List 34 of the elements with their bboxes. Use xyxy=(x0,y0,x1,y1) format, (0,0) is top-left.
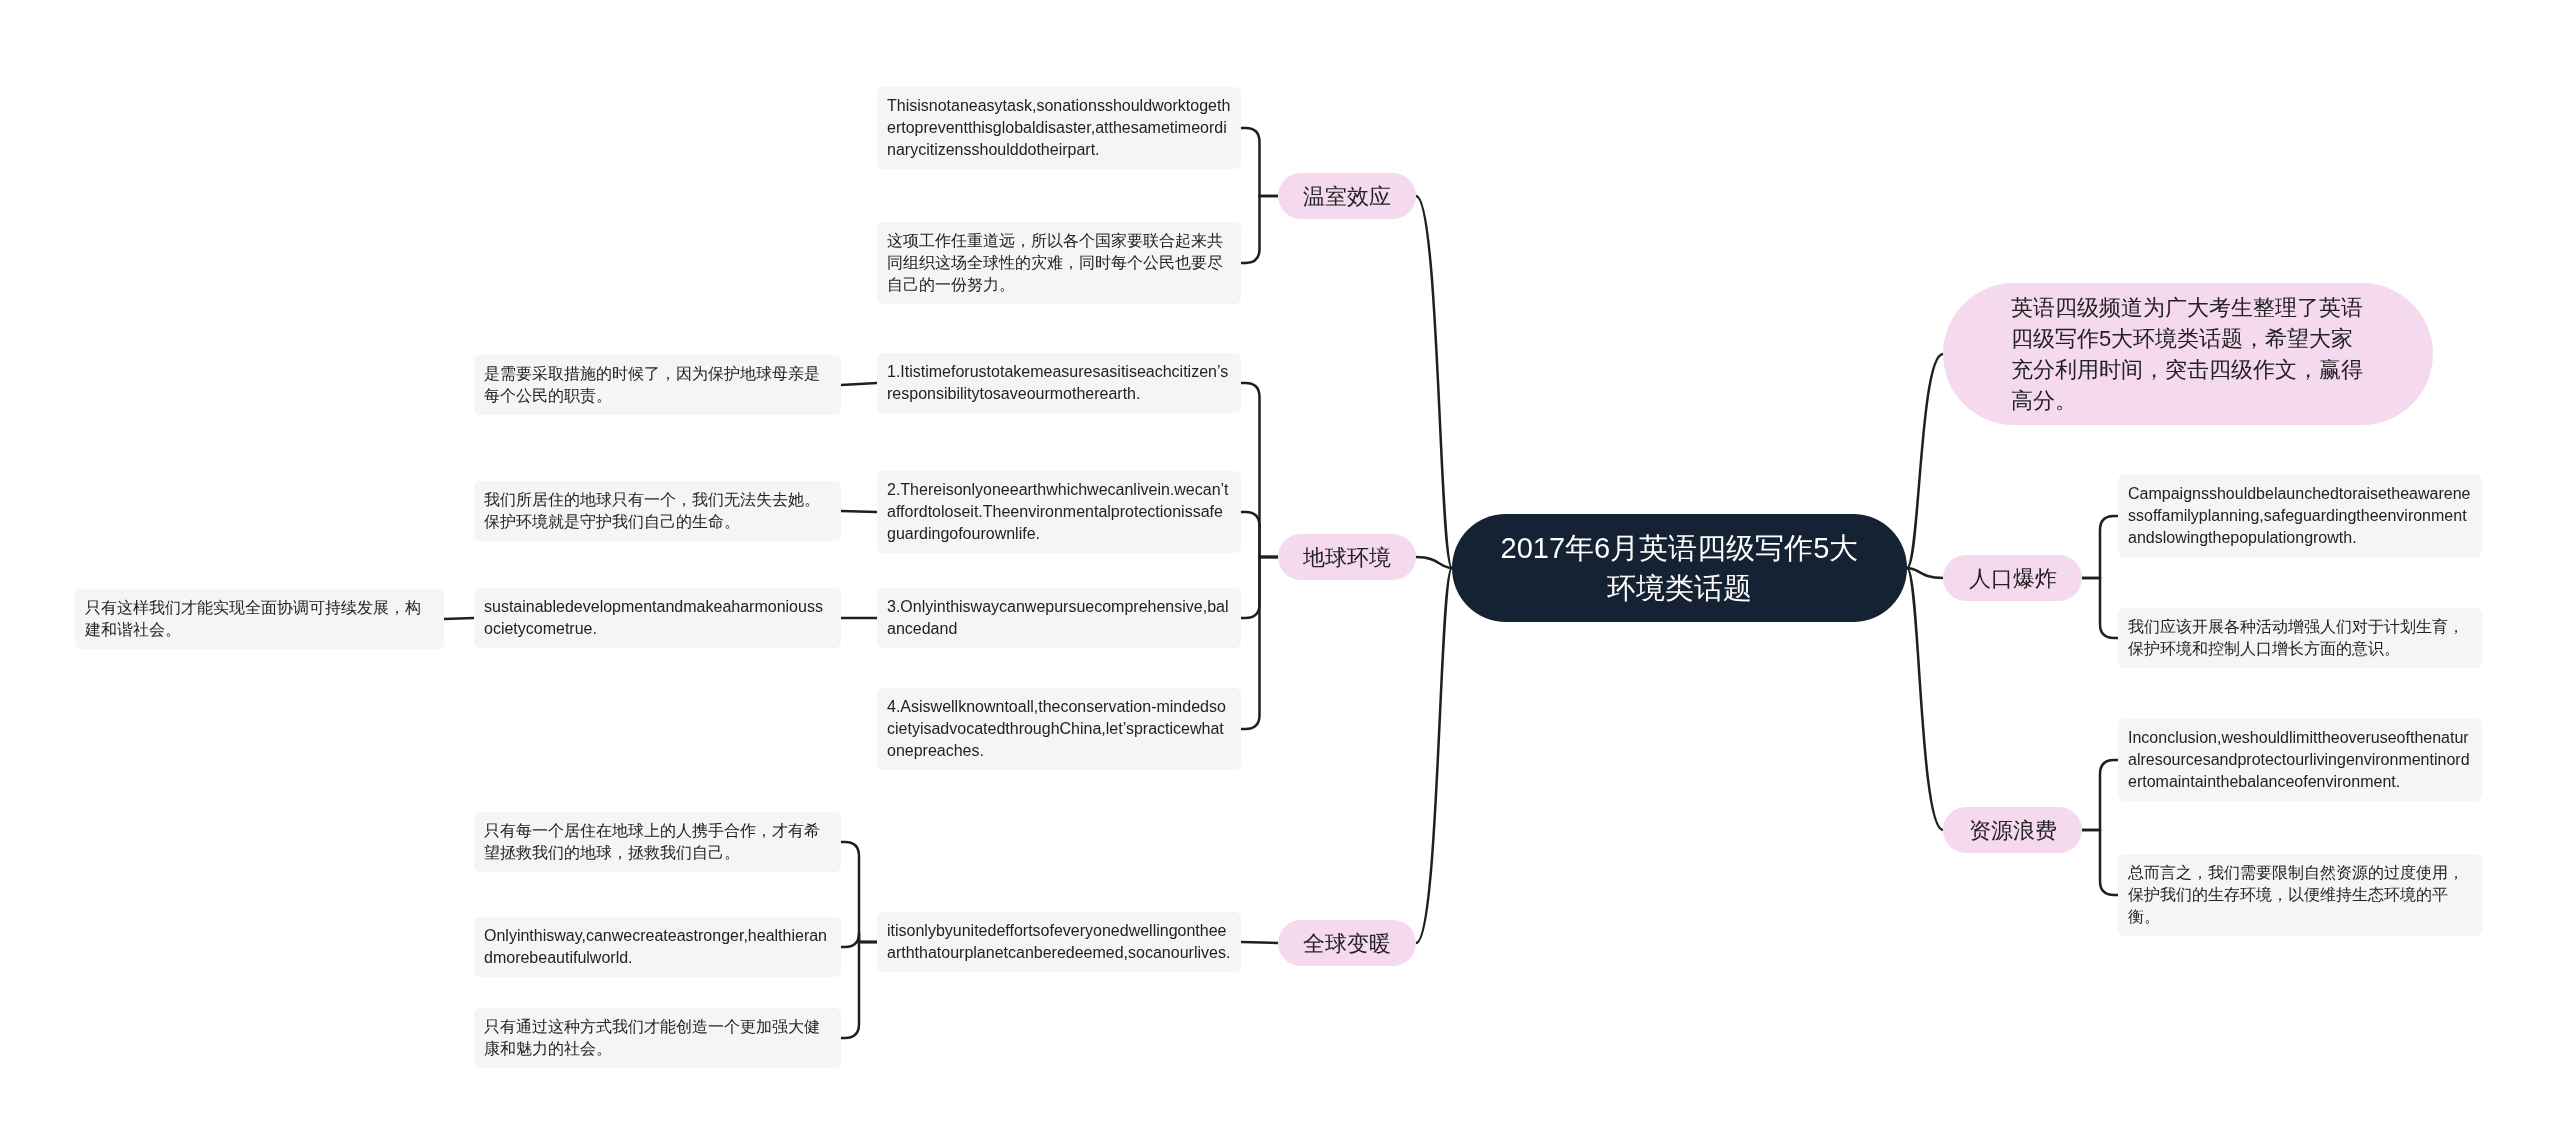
topic-pill: 温室效应 xyxy=(1278,173,1416,219)
connector-line xyxy=(1415,555,1453,570)
note-card: 这项工作任重道远，所以各个国家要联合起来共同组织这场全球性的灾难，同时每个公民也要尽自己的一份努力。 xyxy=(877,222,1241,304)
note-card: 只有通过这种方式我们才能创造一个更加强大健康和魅力的社会。 xyxy=(474,1008,841,1068)
note-card: 我们所居住的地球只有一个，我们无法失去她。保护环境就是守护我们自己的生命。 xyxy=(474,481,841,541)
intro-pill: 英语四级频道为广大考生整理了英语四级写作5大环境类话题，希望大家充分利用时间，突击四级作文，赢得高分。 xyxy=(1943,283,2433,425)
connector-line xyxy=(840,509,878,514)
note-card: 总而言之，我们需要限制自然资源的过度使用，保护我们的生存环境，以便维持生态环境的平衡。 xyxy=(2118,854,2482,936)
connector-line xyxy=(1906,566,1944,580)
topic-pill: 资源浪费 xyxy=(1943,807,2082,853)
note-card: Thisisnotaneasytask,sonationsshouldworktogethertopreventthisglobaldisaster,atthesametimeordinarycitizensshoulddotheirpart. xyxy=(877,87,1241,169)
note-card: Inconclusion,weshouldlimittheoveruseofthenaturalresourcesandprotectourlivingenvironmentinordertomaintainthebalanceofenvironment. xyxy=(2118,719,2482,801)
note-card: 4.Asiswellknowntoall,theconservation-mindedsocietyisadvocatedthroughChina,let’spracticewhatonepreaches. xyxy=(877,688,1241,770)
central-topic: 2017年6月英语四级写作5大环境类话题 xyxy=(1452,514,1907,622)
note-card: 只有每一个居住在地球上的人携手合作，才有希望拯救我们的地球，拯救我们自己。 xyxy=(474,812,841,872)
connector-line xyxy=(1415,567,1454,944)
connector-line xyxy=(443,616,475,621)
note-card: itisonlybyunitedeffortsofeveryonedwellingontheearththatourplanetcanberedeemed,socanourlives. xyxy=(877,912,1241,972)
note-card: 我们应该开展各种活动增强人们对于计划生育，保护环境和控制人口增长方面的意识。 xyxy=(2118,608,2482,668)
connector-line xyxy=(1415,195,1454,569)
note-card: 是需要采取措施的时候了，因为保护地球母亲是每个公民的职责。 xyxy=(474,355,841,415)
topic-pill: 全球变暖 xyxy=(1278,920,1416,966)
connector-line xyxy=(840,381,878,387)
connector-line xyxy=(841,616,877,620)
note-card: 3.Onlyinthiswaycanwepursuecomprehensive,balancedand xyxy=(877,588,1241,648)
topic-pill: 地球环境 xyxy=(1278,534,1416,580)
topic-pill: 人口爆炸 xyxy=(1943,555,2082,601)
note-card: Onlyinthisway,canwecreateastronger,healthierandmorebeautifulworld. xyxy=(474,917,841,977)
note-card: Campaignsshouldbelaunchedtoraisetheawarenessoffamilyplanning,safeguardingtheenvironmentandslowingthepopulationgrowth. xyxy=(2118,475,2482,557)
note-card: 只有这样我们才能实现全面协调可持续发展，构建和谐社会。 xyxy=(75,589,444,649)
connector-line xyxy=(1240,940,1279,945)
note-card: 2.Thereisonlyoneearthwhichwecanlivein.wecan’taffordtoloseit.Theenvironmentalprotectionissafeguardingofourownlife. xyxy=(877,471,1241,553)
note-card: 1.Itistimeforustotakemeasuresasitiseachcitizen’sresponsibilitytosaveourmotherearth. xyxy=(877,353,1241,413)
note-card: sustainabledevelopmentandmakeaharmonioussocietycometrue. xyxy=(474,588,841,648)
